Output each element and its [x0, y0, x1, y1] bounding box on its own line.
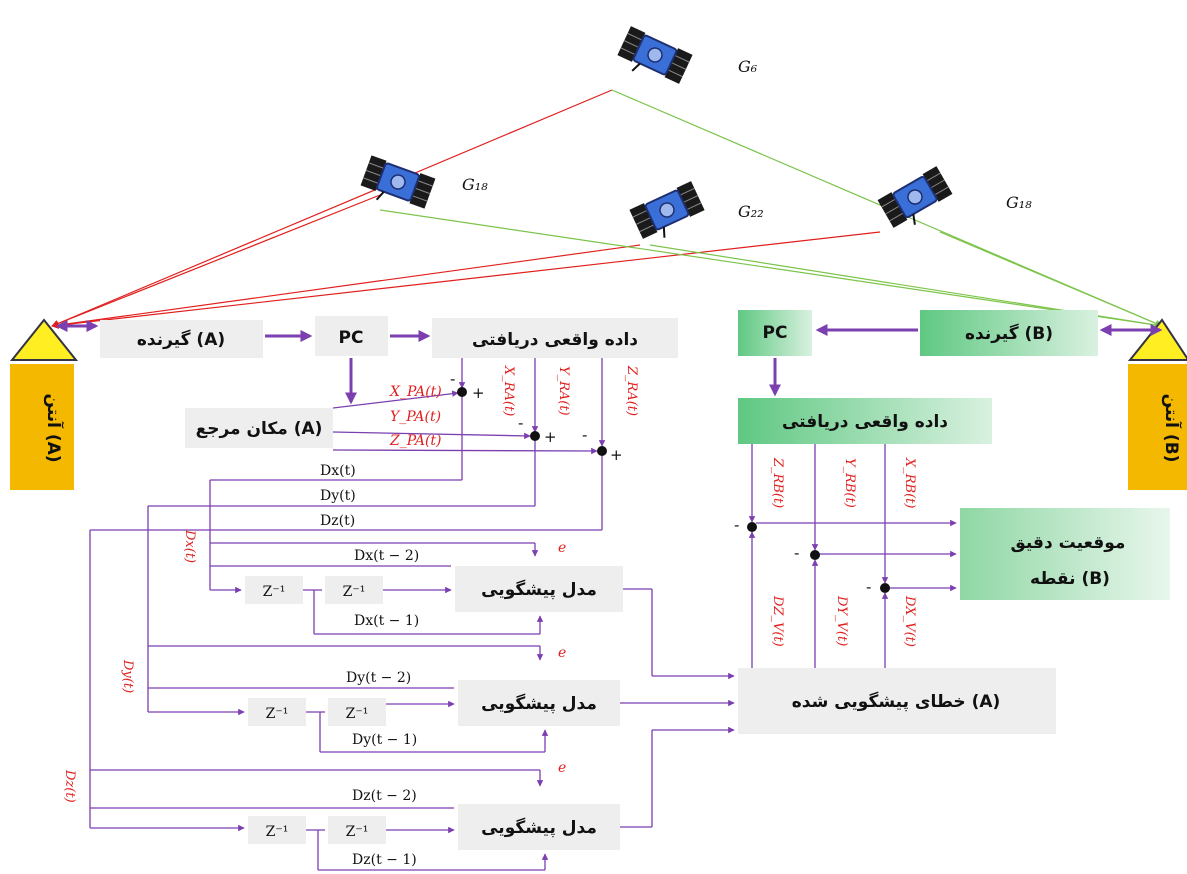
reference-location-a-label: مکان مرجع (A) [196, 419, 323, 439]
summing-junctions [457, 387, 890, 593]
plus-sign: + [610, 446, 623, 464]
antenna-b: آنتن (B) [1127, 318, 1187, 490]
dx-t1-label: Dx(t − 1) [354, 613, 419, 629]
reference-location-a-box [185, 408, 333, 448]
real-data-a-box [432, 318, 678, 358]
pc-b-label: PC [763, 323, 788, 343]
yrb-label: Y_RB(t) [842, 458, 857, 508]
receiver-a-label: گیرنده (A) [137, 329, 225, 350]
minus-sign: - [794, 544, 799, 562]
predicted-error-a-box [738, 668, 1056, 734]
xra-label: X_RA(t) [501, 365, 516, 416]
real-data-a-label: داده واقعی دریافتی [472, 330, 638, 350]
real-data-b-label: داده واقعی دریافتی [782, 412, 948, 432]
satellite-icon [356, 154, 437, 218]
pc-b-box [738, 310, 812, 356]
antenna-a-label: آنتن (A) [43, 393, 65, 462]
main-flow-arrows [55, 320, 1163, 405]
dy-label: Dy(t) [320, 488, 356, 504]
antenna-b-label: آنتن (B) [1161, 394, 1183, 463]
pc-a-label: PC [339, 328, 364, 348]
dx-t2-label: Dx(t − 2) [354, 548, 419, 564]
error-label-x: e [558, 540, 566, 556]
error-label-z: e [558, 760, 566, 776]
plus-sign: + [472, 384, 485, 402]
delay-blocks: Z⁻¹ Z⁻¹ Z⁻¹ Z⁻¹ Z⁻¹ Z⁻¹ [245, 576, 386, 844]
delay-label: Z⁻¹ [346, 706, 369, 722]
prediction-model-y-box [458, 680, 620, 726]
minus-sign: - [734, 516, 739, 534]
dzv-label: DZ_V(t) [770, 595, 785, 647]
satellite-label-g18-left: G₁₈ [462, 175, 488, 194]
plus-sign: + [544, 428, 557, 446]
delay-label: Z⁻¹ [343, 584, 366, 600]
prediction-model-z-label: مدل پیشگویی [481, 817, 597, 838]
dz-label: Dz(t) [320, 513, 355, 529]
zpa-label: Z_PA(t) [389, 433, 442, 449]
zra-label: Z_RA(t) [624, 365, 639, 416]
dz-vertical-label: Dz(t) [62, 769, 77, 803]
delay-label: Z⁻¹ [346, 824, 369, 840]
dz-t2-label: Dz(t − 2) [352, 788, 417, 804]
error-label-y: e [558, 645, 566, 661]
delay-label: Z⁻¹ [266, 824, 289, 840]
minus-sign: - [866, 578, 871, 596]
antenna-a: آنتن (A) [9, 318, 79, 490]
prediction-model-y-label: مدل پیشگویی [481, 693, 597, 714]
dy-t1-label: Dy(t − 1) [352, 732, 417, 748]
ypa-label: Y_PA(t) [390, 409, 441, 425]
receiver-b-box [920, 310, 1098, 356]
dx-vertical-label: Dx(t) [182, 529, 197, 563]
signal-wiring [89, 358, 957, 871]
zrb-label: Z_RB(t) [770, 457, 785, 508]
xpa-label: X_PA(t) [389, 384, 442, 400]
satellite-label-g22: G₂₂ [738, 202, 764, 221]
signal-lines [51, 89, 1163, 329]
dxv-label: DX_V(t) [902, 595, 917, 647]
satellite-icon [876, 165, 958, 236]
satellite-icon [613, 25, 694, 93]
dy-t2-label: Dy(t − 2) [346, 670, 411, 686]
pc-a-box [315, 316, 388, 356]
xrb-label: X_RB(t) [902, 457, 917, 508]
delay-label: Z⁻¹ [263, 584, 286, 600]
precise-position-b-line2: نقطه (B) [1030, 569, 1110, 589]
dy-vertical-label: Dy(t) [120, 659, 135, 693]
precise-position-b-box [960, 508, 1170, 600]
minus-sign: - [582, 426, 587, 444]
prediction-model-z-box [458, 804, 620, 850]
prediction-model-x-label: مدل پیشگویی [481, 579, 597, 600]
receiver-a-box [100, 320, 263, 358]
satellite-label-g18-right: G₁₈ [1006, 193, 1032, 212]
minus-sign: - [450, 370, 455, 388]
minus-sign: - [518, 414, 523, 432]
receiver-b-label: گیرنده (B) [965, 323, 1053, 344]
prediction-model-x-box [455, 566, 623, 612]
dz-t1-label: Dz(t − 1) [352, 852, 417, 868]
real-data-b-box [738, 398, 992, 444]
precise-position-b-line1: موقعیت دقیق [1011, 533, 1126, 553]
satellite-label-g6: G₆ [738, 57, 758, 76]
predicted-error-a-label: خطای پیشگویی شده (A) [792, 691, 1001, 712]
yra-label: Y_RA(t) [556, 366, 571, 416]
dyv-label: DY_V(t) [834, 595, 849, 646]
delay-label: Z⁻¹ [266, 706, 289, 722]
dx-label: Dx(t) [320, 463, 356, 479]
satellite-icon [628, 180, 709, 248]
